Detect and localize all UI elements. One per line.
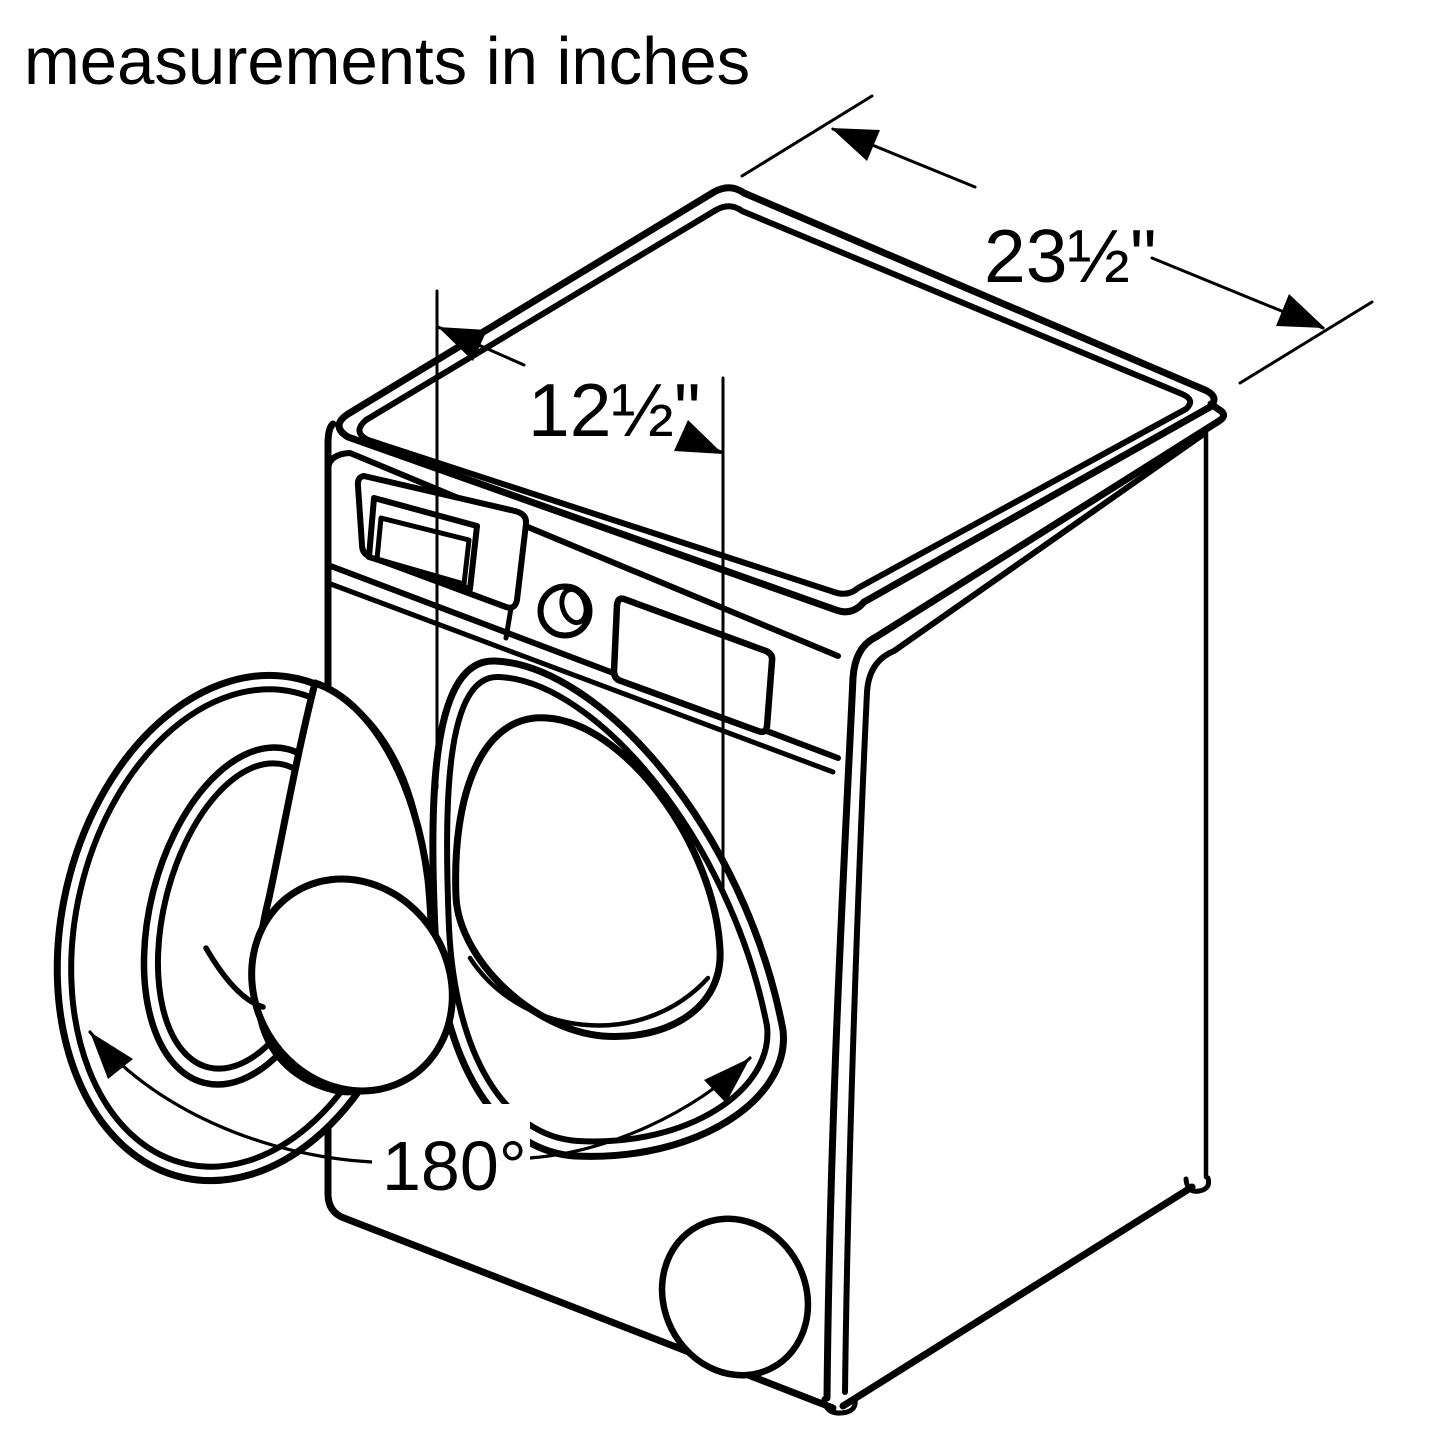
dim-door-offset-arrowhead-right: [674, 420, 723, 454]
drum-gasket-line: [467, 955, 711, 1028]
door-swing-arrowhead-right: [704, 1058, 750, 1103]
washer-cabinet: [324, 184, 1228, 1416]
drum-opening: [452, 714, 724, 1040]
door-swing-label-background: [372, 1104, 530, 1200]
dimension-label-door-offset: 12½": [528, 368, 701, 452]
front-top-edge: [325, 450, 841, 659]
page-title: measurements in inches: [24, 24, 750, 99]
dim-top-depth-extension-right: [1238, 300, 1374, 385]
dim-top-depth-arrowhead-left: [831, 128, 880, 161]
lid-slab-edge: [823, 400, 1228, 1402]
side-bottom-edge: [839, 1183, 1196, 1410]
pump-access-door: [658, 1215, 812, 1379]
dim-top-depth-arrowhead-right: [1276, 294, 1325, 328]
detergent-drawer: [610, 595, 776, 736]
dim-door-offset-arrowhead-left: [438, 327, 487, 361]
porthole-ring-inner: [444, 673, 771, 1145]
dimension-annotations: 23½" 12½" 180°: [88, 94, 1374, 1205]
display-window-inner: [374, 515, 472, 587]
front-foot: [821, 1396, 858, 1416]
door-swing-arrowhead-left: [90, 1032, 133, 1079]
dimension-label-door-swing: 180°: [382, 1127, 527, 1205]
side-top-edge: [842, 430, 1208, 1395]
dimension-label-top-depth: 23½": [984, 214, 1157, 298]
front-left-and-bottom-edge: [324, 420, 837, 1412]
display-bezel-separator: [503, 605, 514, 641]
dim-top-depth-extension-left: [740, 94, 874, 178]
rear-foot: [1183, 1175, 1212, 1194]
control-panel-lower-edge-2: [325, 580, 836, 775]
washer-door-open: [53, 671, 456, 1185]
door-glass-crease: [203, 945, 266, 1010]
lid-inner-rim: [356, 203, 1194, 597]
door-glass-bowl-bottom: [248, 875, 456, 1095]
program-knob-grip: [559, 586, 589, 626]
